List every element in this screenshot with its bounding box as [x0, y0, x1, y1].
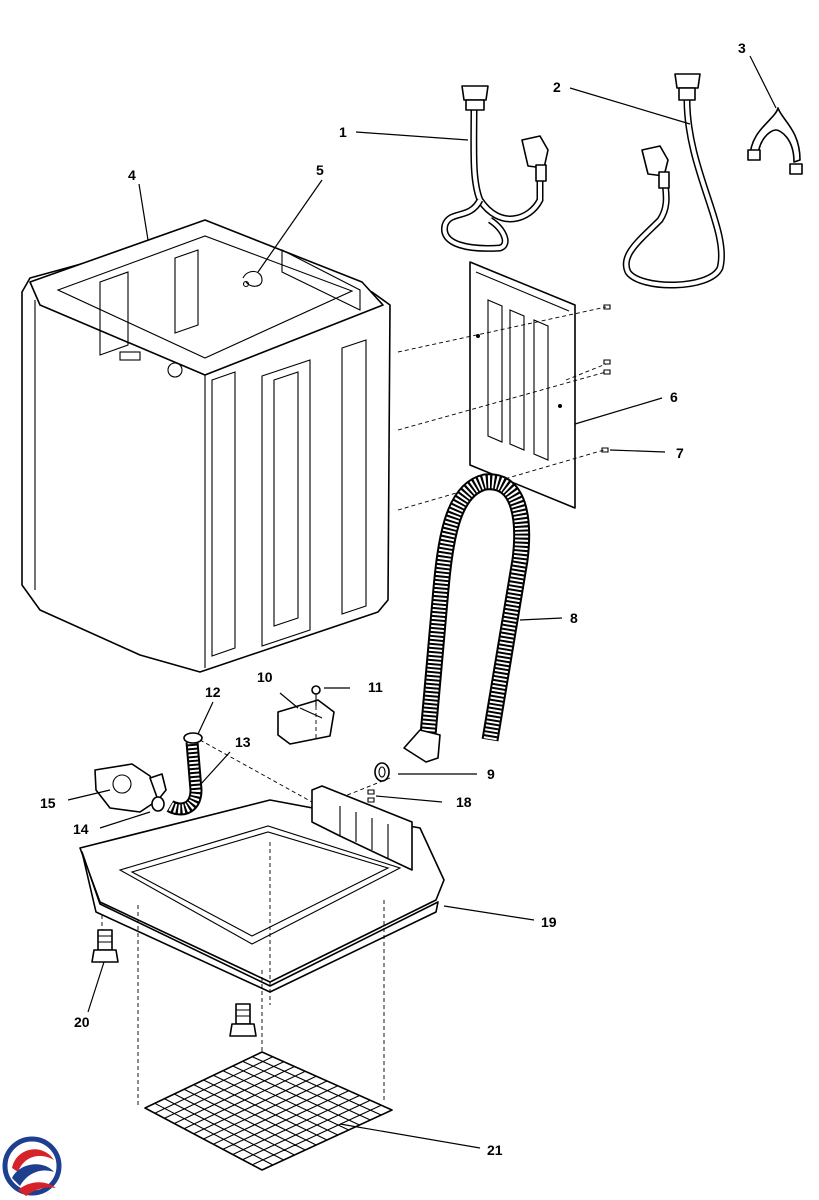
clamp-14 [151, 796, 165, 812]
drain-hose-8 [403, 473, 531, 763]
base-grid-21 [144, 1051, 393, 1171]
clamp-9 [374, 762, 390, 782]
alignment-line-clamp [329, 777, 391, 803]
leader-lines [67, 55, 777, 1149]
inlet-hose-1 [441, 85, 549, 252]
drain-pump-15 [94, 763, 167, 813]
callout-1: 1 [339, 124, 347, 140]
cover-10 [277, 699, 335, 745]
callout-4: 4 [128, 167, 136, 183]
foot-20-rear [229, 1003, 257, 1037]
callout-2: 2 [553, 79, 561, 95]
brand-logo [2, 1136, 62, 1196]
callout-8: 8 [570, 610, 578, 626]
callout-10: 10 [257, 669, 273, 685]
callout-21: 21 [487, 1142, 503, 1158]
callout-13: 13 [235, 734, 251, 750]
alignment-line-pump [199, 739, 331, 813]
callout-12: 12 [205, 684, 221, 700]
screw-18 [367, 789, 375, 803]
clamp-12 [183, 732, 203, 744]
callout-3: 3 [738, 40, 746, 56]
hose-hook-3 [747, 107, 803, 175]
foot-20 [91, 929, 119, 963]
callout-18: 18 [456, 794, 472, 810]
callout-7: 7 [676, 445, 684, 461]
screw-11 [311, 685, 321, 706]
base-frame-19 [79, 785, 445, 993]
callout-15: 15 [40, 795, 56, 811]
callout-6: 6 [670, 389, 678, 405]
callout-20: 20 [74, 1014, 90, 1030]
pump-hose-13 [166, 741, 203, 816]
callout-14: 14 [73, 821, 89, 837]
panel-screws [601, 304, 611, 453]
callout-11: 11 [368, 679, 383, 695]
callout-5: 5 [316, 162, 324, 178]
callout-9: 9 [487, 766, 495, 782]
clip-5 [242, 270, 263, 288]
inlet-hose-2 [622, 73, 725, 289]
callout-labels: 1 2 3 4 5 6 7 8 9 10 11 12 13 14 15 18 1… [40, 40, 746, 1158]
cabinet-4 [21, 219, 391, 673]
callout-19: 19 [541, 914, 557, 930]
back-panel-6 [469, 261, 576, 509]
